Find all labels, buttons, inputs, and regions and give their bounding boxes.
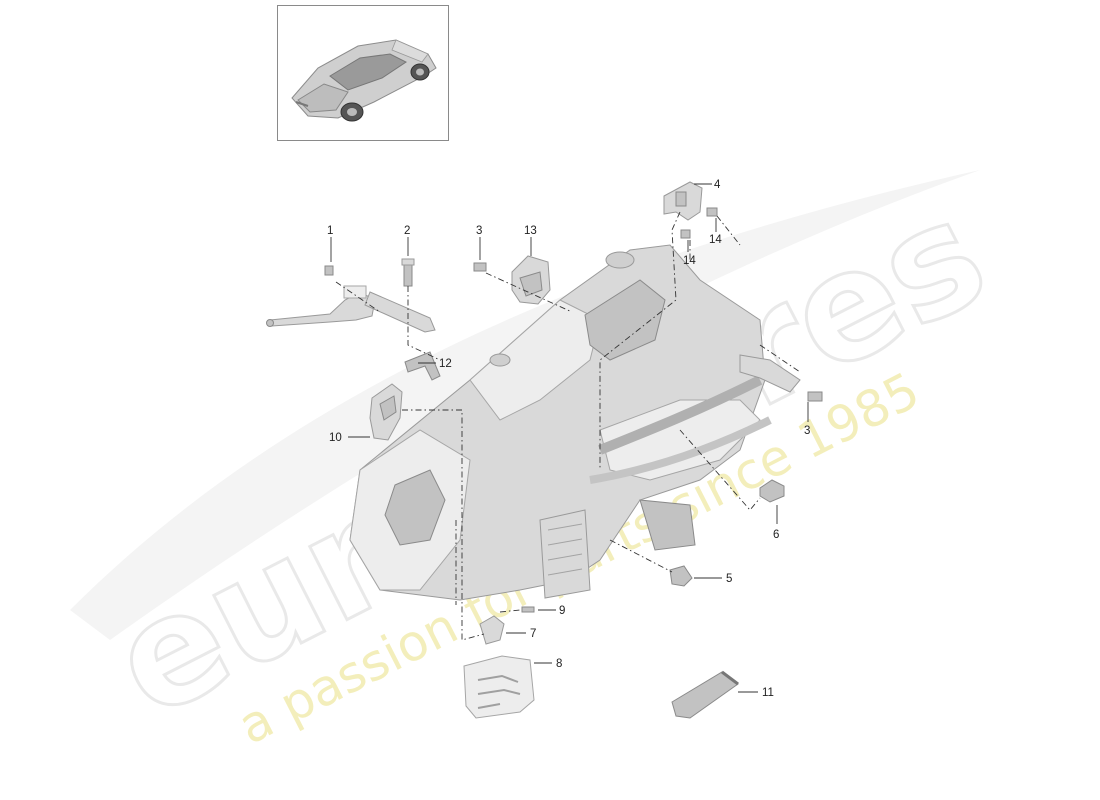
callout-14-left[interactable]: 14 [683,255,696,267]
part-11-grease-tube[interactable] [671,670,739,719]
part-4-bracket[interactable] [663,181,703,221]
callouts: 1 2 3 13 4 14 14 12 10 3 6 5 9 7 8 11 [327,179,810,699]
watermark-swoosh [70,170,980,640]
right-mount-bracket[interactable] [739,354,801,393]
callout-10[interactable]: 10 [329,432,342,444]
callout-3-top[interactable]: 3 [476,225,482,237]
part-3-bolt-top[interactable] [473,262,487,272]
callout-14-right[interactable]: 14 [709,234,722,246]
selector-lever-assembly[interactable] [266,285,376,327]
callout-3-right[interactable]: 3 [804,425,810,437]
callout-5[interactable]: 5 [726,573,732,585]
part-8-heat-shield[interactable] [463,655,535,719]
part-13-bracket[interactable] [511,255,551,305]
shift-bracket[interactable] [364,291,436,333]
part-5-sensor[interactable] [669,565,693,587]
callout-8[interactable]: 8 [556,658,562,670]
part-6-sensor[interactable] [759,479,785,503]
part-12-lever[interactable] [404,351,441,381]
part-7-clip[interactable] [479,615,505,645]
callout-12[interactable]: 12 [439,358,452,370]
leader-lines [330,183,809,693]
part-3-bolt-right[interactable] [807,391,823,402]
transmission-housing[interactable] [349,244,772,601]
assembly-lines [335,211,801,641]
part-2-bolt[interactable] [401,258,415,287]
callout-6[interactable]: 6 [773,529,779,541]
part-14-bolt-right[interactable] [706,207,718,217]
car-illustration [291,39,437,122]
callout-1[interactable]: 1 [327,225,333,237]
part-10-sensor[interactable] [369,383,403,441]
part-14-bolt-left[interactable] [680,229,691,239]
callout-13[interactable]: 13 [524,225,537,237]
callout-9[interactable]: 9 [559,605,565,617]
callout-7[interactable]: 7 [530,628,536,640]
vehicle-thumbnail[interactable] [277,5,449,141]
callout-2[interactable]: 2 [404,225,410,237]
callout-4[interactable]: 4 [714,179,721,191]
callout-11[interactable]: 11 [762,687,774,699]
part-1-bolt[interactable] [324,265,334,276]
part-9-screw[interactable] [521,606,535,613]
